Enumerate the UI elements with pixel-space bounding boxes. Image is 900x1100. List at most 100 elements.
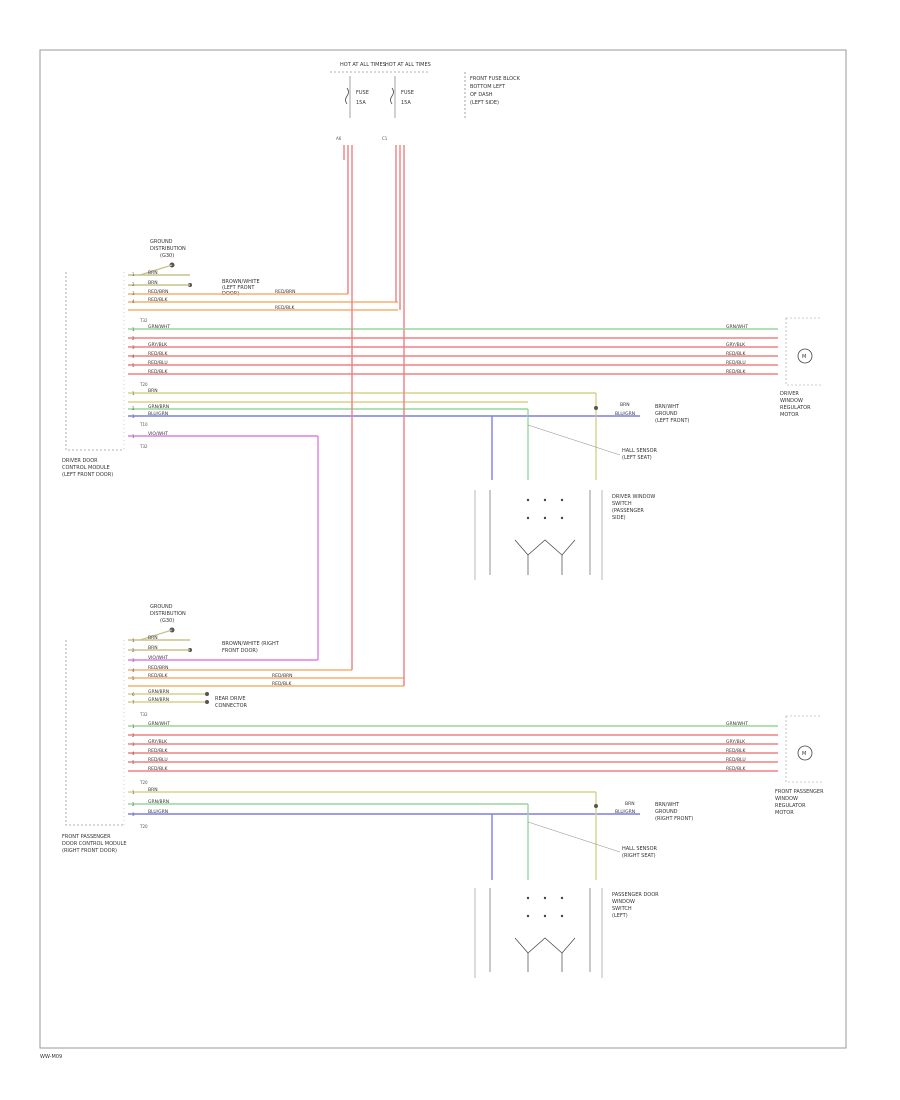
fuse-left-top-label: HOT AT ALL TIMES [340,62,386,68]
svg-text:BLU/GRN: BLU/GRN [615,411,635,417]
svg-text:2: 2 [132,802,135,807]
svg-text:1: 1 [132,434,135,439]
svg-text:2: 2 [132,336,135,341]
passenger-motor-label-2: WINDOW [775,796,798,802]
svg-text:GRN/BRN: GRN/BRN [148,697,169,703]
svg-text:1: 1 [132,327,135,332]
driver-switch-label-1: DRIVER WINDOW [612,494,655,500]
svg-text:RED/BLK: RED/BLK [148,766,169,772]
svg-text:RED/BRN: RED/BRN [272,673,293,679]
driver-motor-label-4: MOTOR [780,412,799,418]
fuse-block-label-2: BOTTOM LEFT [470,84,506,90]
driver-wires-group-1: BRN BRN RED/BRN RED/BLK RED/BRN RED/BLK … [128,270,398,311]
driver-window-switch: DRIVER WINDOW SWITCH (PASSENGER SIDE) [474,490,655,580]
svg-text:T20: T20 [139,780,148,785]
svg-text:1: 1 [132,391,135,396]
driver-switch-wire-0: BRN [148,388,158,394]
passenger-ground-label-2: DISTRIBUTION [150,611,186,617]
passenger-module-label-1: FRONT PASSENGER [62,834,111,840]
svg-text:5: 5 [132,676,135,681]
passenger-motor-label-4: MOTOR [775,810,794,816]
svg-text:RED/BLK: RED/BLK [726,369,747,375]
driver-motor-label-2: WINDOW [780,398,803,404]
svg-text:1: 1 [132,638,135,643]
driver-splice-label-1: BROWN/WHITE [222,279,260,285]
svg-text:3: 3 [132,658,135,663]
fuse-block-label-1: FRONT FUSE BLOCK [470,76,521,82]
fuse-left-symbol [345,87,349,105]
fuse-pin-right: C1 [382,136,388,141]
passenger-sensor-ground-1: BRN/WHT [655,802,680,808]
passenger-switch-wires: BRN GRN/BRN BLU/GRN 1 2 3 BRN BLU/GRN [128,787,640,880]
fuse-right-amp: 15A [401,100,411,106]
passenger-sensor-ground-2: GROUND [655,809,678,815]
driver-switch-label-3: (PASSENGER [612,508,644,514]
svg-text:RED/BLU: RED/BLU [726,757,746,763]
driver-wire-0: BRN [148,270,158,276]
passenger-module-label-2: DOOR CONTROL MODULE [62,841,127,847]
svg-text:3: 3 [132,291,135,296]
svg-text:VIO/WHT: VIO/WHT [148,431,168,437]
driver-hall-sensor-1: HALL SENSOR [622,448,658,454]
passenger-motor-wires: GRN/WHT GRY/BLK RED/BLK RED/BLU RED/BLK … [128,721,778,772]
driver-module-label-3: (LEFT FRONT DOOR) [62,472,113,478]
passenger-motor-label-1: FRONT PASSENGER [775,789,824,795]
passenger-switch-label-4: (LEFT) [612,913,628,919]
driver-motor-wire-4: RED/BLK [148,369,169,375]
diagram-frame [39,49,847,1049]
fuse-right-label: FUSE [401,90,414,96]
passenger-window-switch: PASSENGER DOOR WINDOW SWITCH (LEFT) [474,888,659,978]
passenger-motor-label-3: REGULATOR [775,803,806,809]
svg-text:BLU/GRN: BLU/GRN [148,809,168,815]
svg-text:T20: T20 [139,824,148,829]
driver-ground-label-3: (G30) [160,253,174,259]
svg-text:4: 4 [132,668,135,673]
svg-text:1: 1 [132,724,135,729]
svg-text:3: 3 [132,414,135,419]
svg-text:6: 6 [132,692,135,697]
svg-text:1: 1 [132,790,135,795]
fuse-block-label-3: OF DASH [470,92,493,98]
svg-text:RED/BLU: RED/BLU [726,360,746,366]
svg-text:VIO/WHT: VIO/WHT [148,655,168,661]
fuse-area: HOT AT ALL TIMES HOT AT ALL TIMES FUSE 1… [330,62,521,141]
footer-code: WW-M09 [40,1054,62,1060]
svg-text:BLU/GRN: BLU/GRN [615,809,635,815]
driver-hall-sensor-2: (LEFT SEAT) [622,455,652,461]
passenger-hall-sensor-1: HALL SENSOR [622,846,658,852]
driver-wire-1: BRN [148,280,158,286]
passenger-section: FRONT PASSENGER DOOR CONTROL MODULE (RIG… [62,294,824,978]
driver-wire-2: RED/BRN [148,289,169,295]
driver-wire-3: RED/BLK [148,297,169,303]
passenger-hall-sensor-2: (RIGHT SEAT) [622,853,656,859]
svg-text:GRN/WHT: GRN/WHT [726,721,748,727]
passenger-splice-label-2: FRONT DOOR) [222,648,258,654]
svg-text:5: 5 [132,363,135,368]
driver-motor-wires: GRN/WHT GRY/BLK RED/BLK RED/BLU RED/BLK … [128,324,778,375]
svg-text:7: 7 [132,700,135,705]
svg-text:GRN/WHT: GRN/WHT [726,324,748,330]
driver-splice-label-2: (LEFT FRONT [222,285,255,291]
svg-text:T32: T32 [139,712,148,717]
fuse-block-label-4: (LEFT SIDE) [470,100,499,106]
driver-motor-wire-0: GRN/WHT [148,324,170,330]
passenger-switch-label-2: WINDOW [612,899,635,905]
svg-text:M: M [802,751,806,757]
passenger-aux-label-1: REAR DRIVE [215,696,246,702]
svg-text:M: M [802,354,806,360]
driver-motor-label-3: REGULATOR [780,405,811,411]
passenger-splice-label-1: BROWN/WHITE (RIGHT [222,641,280,647]
driver-switch-wire-2: BLU/GRN [148,411,168,417]
svg-text:GRY/BLK: GRY/BLK [726,739,746,745]
svg-text:3: 3 [132,742,135,747]
svg-text:RED/BLK: RED/BLK [272,681,293,687]
svg-text:BRN: BRN [620,402,630,408]
driver-module-label-2: CONTROL MODULE [62,465,110,471]
fuse-pin-left: A6 [336,136,342,141]
svg-text:BRN: BRN [148,635,158,641]
svg-text:3: 3 [132,345,135,350]
fuse-right-symbol [390,87,394,105]
driver-motor-wire-2: RED/BLK [148,351,169,357]
driver-switch-label-4: SIDE) [612,515,626,521]
svg-text:RED/BLK: RED/BLK [148,748,169,754]
